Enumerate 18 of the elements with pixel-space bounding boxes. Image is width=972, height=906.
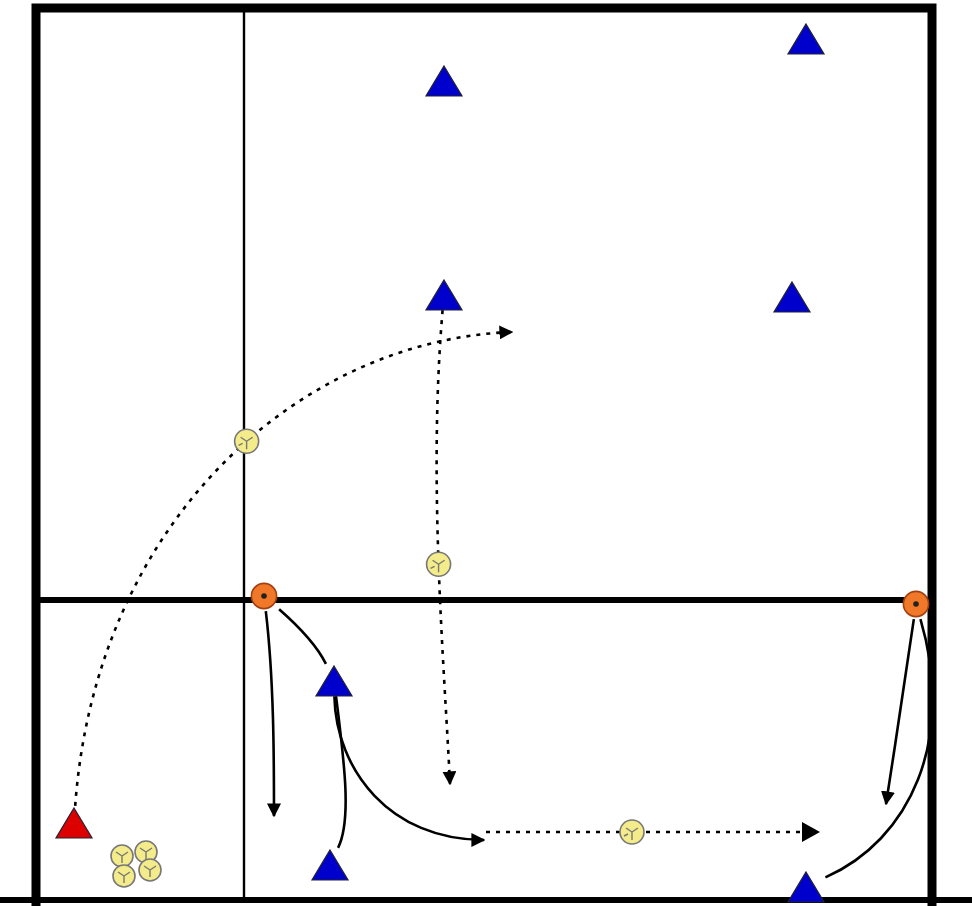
cone-marker	[774, 281, 810, 311]
arrow	[333, 696, 486, 847]
cone-marker	[426, 65, 462, 95]
arrow	[73, 326, 514, 806]
arrow	[881, 618, 916, 806]
cone-marker	[788, 871, 824, 901]
cone-marker	[426, 279, 462, 309]
run-line	[278, 608, 328, 665]
arrow	[435, 310, 457, 786]
arrow	[264, 611, 281, 818]
cone-marker	[788, 23, 824, 53]
disc-marker	[902, 590, 930, 618]
run-line	[824, 618, 934, 879]
cone-marker	[56, 807, 92, 837]
cone-marker	[312, 849, 348, 879]
disc-marker	[250, 582, 278, 610]
run-line	[334, 696, 347, 849]
cone-marker	[316, 665, 352, 695]
